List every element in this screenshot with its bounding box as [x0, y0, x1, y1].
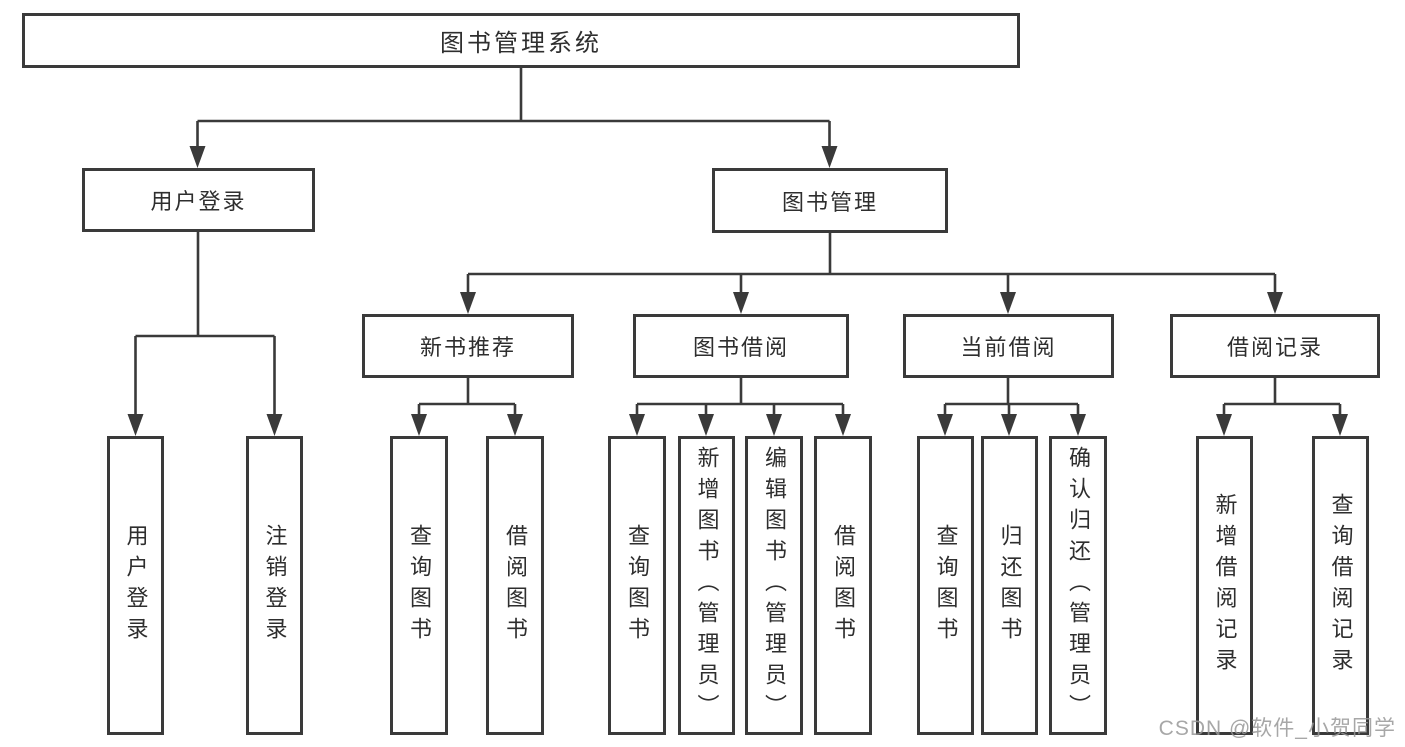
- leaf-user-login: 用户登录: [107, 436, 164, 735]
- leaf-query-book-current-label: 查询图书: [933, 523, 959, 648]
- connector-root-to-level2: [189, 68, 838, 168]
- leaf-query-borrow-record: 查询借阅记录: [1312, 436, 1369, 735]
- node-borrowing-records: 借阅记录: [1170, 314, 1380, 378]
- node-library-management-system: 图书管理系统: [22, 13, 1020, 68]
- node-book-borrowing: 图书借阅: [633, 314, 849, 378]
- leaf-query-book-recommend: 查询图书: [390, 436, 448, 735]
- connector-borrowing-records-children: [1216, 378, 1348, 436]
- leaf-borrow-book-recommend-label: 借阅图书: [503, 523, 528, 648]
- leaf-add-book-admin: 新增图书（管理员）: [678, 436, 735, 735]
- leaf-borrow-book-recommend: 借阅图书: [486, 436, 544, 735]
- csdn-watermark: CSDN @软件_小贺同学: [1158, 717, 1396, 740]
- node-book-management: 图书管理: [712, 168, 948, 233]
- leaf-add-borrow-record-label: 新增借阅记录: [1212, 492, 1238, 679]
- leaf-add-borrow-record: 新增借阅记录: [1196, 436, 1253, 735]
- connector-user-login-children: [127, 232, 283, 436]
- node-user-login-label: 用户登录: [150, 189, 247, 214]
- connector-book-borrowing-children: [629, 378, 851, 436]
- leaf-logout-label: 注销登录: [262, 523, 288, 648]
- leaf-query-book-borrow-label: 查询图书: [625, 523, 650, 648]
- node-book-management-label: 图书管理: [781, 189, 878, 215]
- leaf-return-book-label: 归还图书: [997, 523, 1023, 648]
- connector-new-book-recommend-children: [411, 378, 523, 436]
- leaf-borrow-book: 借阅图书: [814, 436, 872, 735]
- node-new-book-recommend: 新书推荐: [362, 314, 574, 378]
- leaf-logout: 注销登录: [246, 436, 303, 735]
- node-borrowing-records-label: 借阅记录: [1226, 335, 1323, 360]
- node-library-management-system-label: 图书管理系统: [440, 30, 602, 57]
- leaf-edit-book-admin: 编辑图书（管理员）: [745, 436, 803, 735]
- node-current-borrowing: 当前借阅: [903, 314, 1114, 378]
- node-new-book-recommend-label: 新书推荐: [419, 335, 516, 360]
- leaf-query-book-current: 查询图书: [917, 436, 974, 735]
- leaf-confirm-return-admin-label: 确认归还（管理员）: [1066, 446, 1091, 725]
- leaf-edit-book-admin-label: 编辑图书（管理员）: [762, 446, 787, 725]
- node-current-borrowing-label: 当前借阅: [960, 335, 1057, 360]
- leaf-add-book-admin-label: 新增图书（管理员）: [694, 446, 720, 725]
- leaf-borrow-book-label: 借阅图书: [831, 523, 856, 648]
- leaf-confirm-return-admin: 确认归还（管理员）: [1049, 436, 1107, 735]
- leaf-user-login-label: 用户登录: [123, 523, 149, 648]
- node-book-borrowing-label: 图书借阅: [692, 335, 789, 360]
- connector-book-management-children: [460, 233, 1283, 314]
- leaf-query-borrow-record-label: 查询借阅记录: [1328, 492, 1354, 679]
- node-user-login: 用户登录: [82, 168, 315, 232]
- leaf-return-book: 归还图书: [981, 436, 1038, 735]
- connector-current-borrowing-children: [937, 378, 1086, 436]
- leaf-query-book-recommend-label: 查询图书: [407, 523, 432, 648]
- leaf-query-book-borrow: 查询图书: [608, 436, 666, 735]
